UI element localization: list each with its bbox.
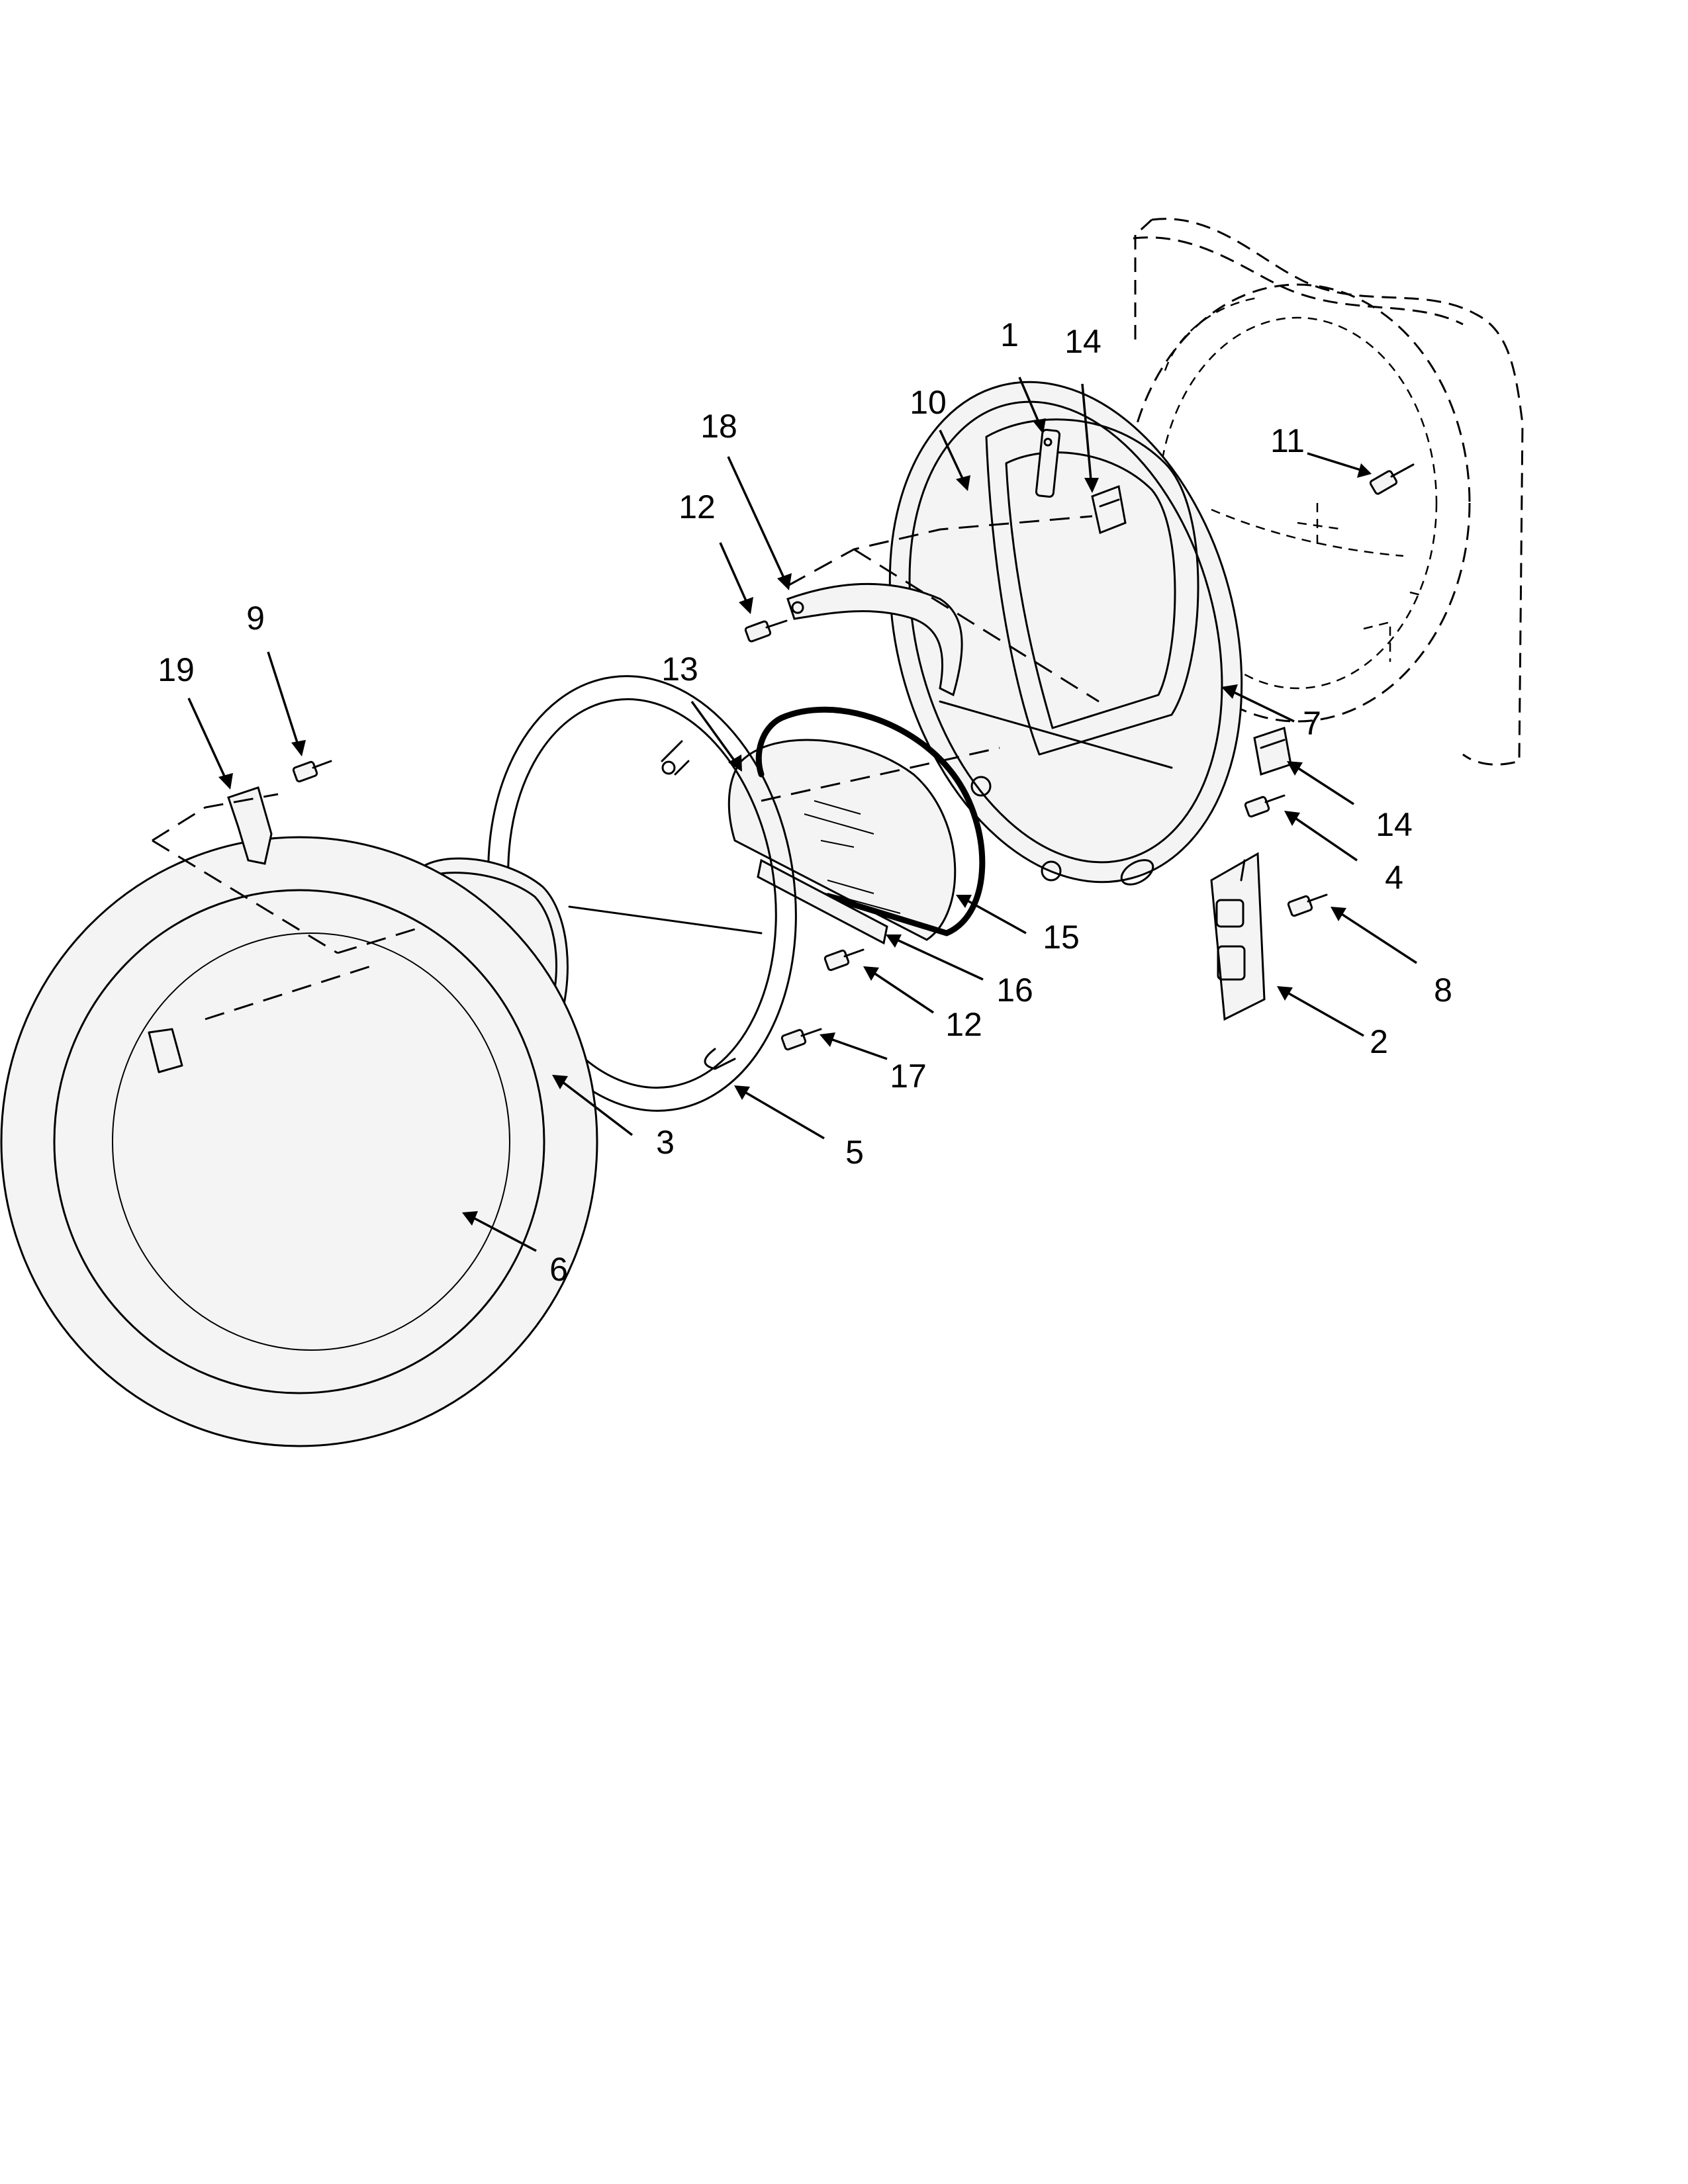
- callout-10: 10: [910, 384, 947, 421]
- callout-17: 17: [890, 1058, 927, 1095]
- callout-13: 13: [661, 651, 698, 688]
- hinge-receptacle-lower: [1253, 727, 1292, 776]
- hinge-receptacle-upper: [1091, 484, 1127, 535]
- callout-9: 9: [246, 600, 265, 637]
- callout-8: 8: [1434, 972, 1452, 1009]
- callout-5: 5: [845, 1134, 864, 1171]
- callout-15: 15: [1043, 919, 1080, 956]
- door-hinge-bracket: [1035, 429, 1061, 498]
- callout-18: 18: [700, 408, 737, 445]
- door-glass-inner: [727, 739, 957, 941]
- callout-3: 3: [656, 1124, 675, 1161]
- callout-12-upper: 12: [679, 488, 716, 525]
- glass-retainer-strip: [757, 858, 888, 945]
- screw-part-11: [1369, 463, 1415, 495]
- callout-4: 4: [1385, 859, 1403, 896]
- callout-16: 16: [996, 972, 1033, 1009]
- callout-6: 6: [549, 1251, 568, 1288]
- screw-part-4: [1244, 794, 1286, 818]
- callout-14-lower: 14: [1376, 806, 1413, 843]
- door-handle-bar: [786, 582, 963, 697]
- callout-14-upper: 14: [1064, 323, 1102, 360]
- callout-12-lower: 12: [945, 1006, 982, 1043]
- screw-part-17: [780, 1028, 822, 1051]
- assembly-axis-lines: [152, 515, 1100, 1021]
- callout-2: 2: [1370, 1023, 1388, 1060]
- screw-part-12-lower: [823, 948, 865, 972]
- screw-part-12-upper: [744, 619, 788, 643]
- callout-7: 7: [1303, 705, 1321, 742]
- callouts: 1 14 10 18 12 11 9 19 13 7 14 4: [158, 316, 1452, 1288]
- screw-part-9: [292, 760, 332, 783]
- latch-part-19: [227, 786, 273, 865]
- screw-part-8: [1287, 893, 1328, 917]
- inner-door-frame: [888, 381, 1243, 886]
- callout-11: 11: [1270, 422, 1305, 459]
- door-hinge: [1210, 852, 1266, 1021]
- outer-door-ring: [0, 836, 598, 1447]
- callout-1: 1: [1000, 316, 1019, 353]
- callout-19: 19: [158, 651, 195, 688]
